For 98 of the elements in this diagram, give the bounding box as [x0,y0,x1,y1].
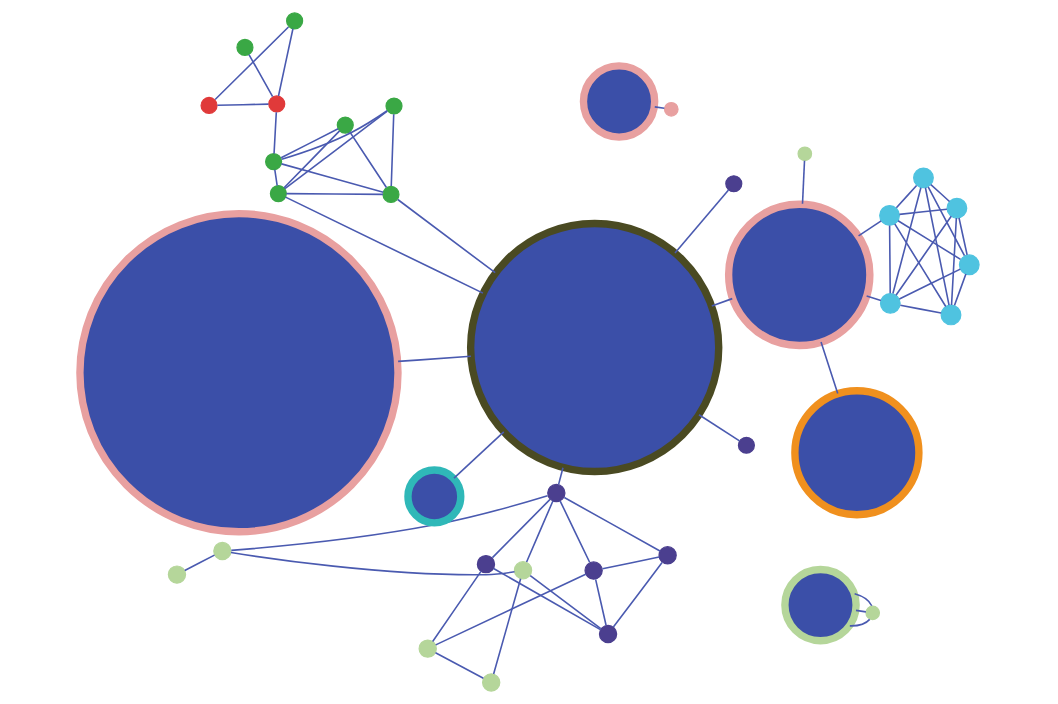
connector [492,577,521,675]
connector [653,106,665,110]
connector [924,186,950,306]
connector [898,208,948,216]
node-circle [724,200,874,350]
connector [557,467,564,486]
connector [929,183,950,203]
connector [389,113,395,187]
connector [230,494,548,552]
connector [853,592,873,607]
connector [957,217,968,256]
node-circle [912,167,934,189]
connector [348,131,387,189]
connector [528,574,602,630]
node-circle [780,565,860,645]
connector [229,551,515,576]
node-circle [384,97,403,115]
connector [283,110,388,190]
node-circle [285,12,303,30]
node-circle [75,209,402,536]
node-circle [945,197,967,219]
connector [854,609,867,613]
node-circle [476,554,495,574]
node-circle [663,101,679,117]
node-circle [336,116,354,134]
connector [452,431,505,479]
node-circle [513,561,532,580]
connector [893,223,947,308]
connector [284,196,484,294]
connector [673,189,729,254]
connector [899,304,942,314]
node-circle [864,605,880,621]
connector [491,498,551,559]
node-circle [940,304,961,326]
connector [282,130,340,189]
node-circle [790,387,923,519]
node-circle [737,436,755,454]
node-circle [167,565,186,584]
connector [396,198,496,274]
node-circle [269,185,287,203]
connector [594,578,607,626]
connector [819,341,839,395]
connector [280,110,388,161]
connector [247,53,273,98]
connector [857,220,882,237]
connector [277,27,294,97]
connector [865,295,882,302]
node-circle [546,483,566,503]
connector [279,127,339,159]
connector [492,567,601,631]
connector [898,268,961,300]
connector [285,192,384,196]
connector [953,273,967,307]
connector [213,26,289,101]
connector [801,159,805,205]
node-circle [598,624,617,644]
node-circle [583,561,603,580]
node-circle [199,96,218,115]
connector [848,618,870,627]
connector [612,561,663,628]
node-circle [267,95,285,113]
connector [434,652,484,680]
connector [434,573,586,646]
node-circle [381,185,400,203]
connector [216,103,269,107]
node-circle [481,673,500,692]
node-circle [657,546,677,565]
connector [894,215,952,297]
connector [525,500,554,563]
connector [697,413,740,442]
connector [710,297,733,307]
connector [272,111,277,155]
connector [280,163,384,194]
node-circle [466,219,722,476]
node-circle [403,466,464,527]
node-circle [212,541,232,561]
node-circle [579,62,658,141]
connector [183,554,215,572]
node-circle [418,639,437,658]
connector [601,556,660,570]
connector [563,496,661,552]
node-circle [879,292,901,314]
node-circle [796,146,812,162]
connector [888,224,891,295]
connector [891,186,922,295]
node-circle [958,254,980,276]
node-circle [724,175,742,193]
connector [926,186,965,257]
connector [273,168,278,187]
connector [895,184,917,209]
connector [431,570,482,643]
node-circle [878,205,900,226]
connector [558,500,590,564]
connector [396,355,472,363]
connector [896,219,961,261]
connector [950,217,957,306]
node-circle [264,153,282,171]
node-circle [235,38,254,56]
